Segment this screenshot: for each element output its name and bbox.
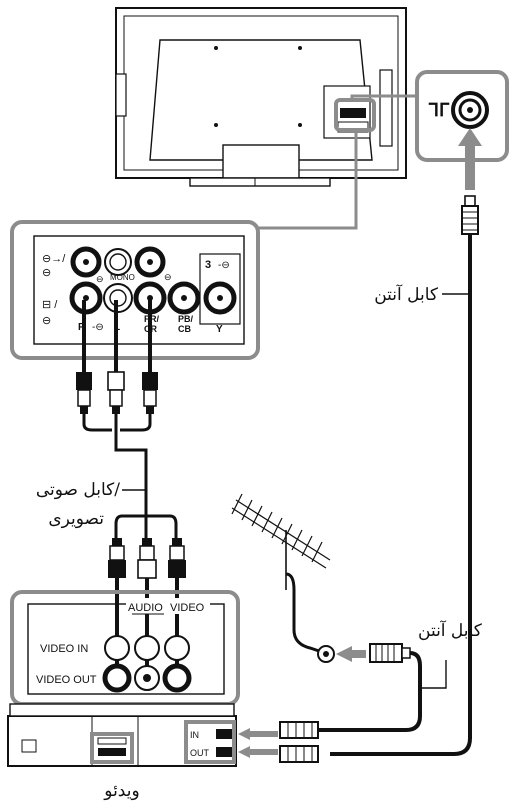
svg-text:⊖: ⊖ — [42, 315, 51, 327]
vcr-rf-plugs — [279, 721, 319, 763]
svg-text:PB/: PB/ — [178, 314, 194, 324]
svg-text:CB: CB — [178, 324, 191, 334]
svg-text:IN: IN — [190, 730, 199, 740]
antenna-cable-label-right: کابل آنتن — [418, 619, 483, 641]
antenna — [231, 493, 331, 590]
av-cable-label-2: تصویری — [48, 509, 104, 529]
vcr-av-panel: AUDIO VIDEO VIDEO IN VIDEO OUT — [10, 590, 240, 706]
tv-side-rca-plugs — [76, 371, 158, 414]
antenna-cable-to-vcr-in — [318, 651, 422, 732]
antenna-arrow — [458, 128, 482, 190]
antenna-lead-plug — [317, 645, 335, 663]
antenna-plug-top — [461, 195, 479, 235]
tv-rear — [115, 7, 407, 187]
svg-text:3: 3 — [205, 259, 211, 271]
svg-text:⊖→/: ⊖→/ — [42, 253, 66, 265]
vcr-label: ویدئو — [103, 781, 139, 801]
svg-text:MONO: MONO — [110, 273, 135, 282]
svg-text:AUDIO: AUDIO — [128, 602, 163, 614]
antenna-join-arrow — [336, 646, 366, 662]
vcr-video-in-label: VIDEO IN — [40, 643, 88, 655]
antenna-cable-to-vcr-out — [330, 234, 472, 756]
antenna-lead — [285, 572, 323, 654]
antenna-input-zoom: ᒣᒥ — [415, 70, 509, 162]
antenna-join-plug — [369, 643, 411, 663]
svg-text:VIDEO: VIDEO — [170, 602, 205, 614]
vcr-side-rca-plugs — [108, 538, 186, 579]
svg-text:Y: Y — [216, 324, 223, 335]
antenna-cable-label-top: کابل آنتن — [374, 283, 439, 305]
vcr-device: IN OUT — [7, 703, 278, 767]
svg-text:⊖: ⊖ — [164, 272, 172, 282]
svg-text:⊖: ⊖ — [96, 274, 104, 284]
svg-text:OUT: OUT — [190, 748, 210, 758]
svg-text:-⊖: -⊖ — [218, 260, 230, 271]
svg-text:⊖: ⊖ — [42, 267, 51, 279]
svg-text:⊟ /: ⊟ / — [42, 299, 58, 311]
vcr-video-out-label: VIDEO OUT — [36, 674, 97, 686]
av-cable-label-1: کابل صوتی/ — [36, 480, 120, 500]
tv-av-panel: ⊖→/ ⊖ ⊟ / ⊖ MONO ⊖ ⊖ 3 -⊖ R -⊖ L PR/ CR … — [10, 220, 260, 360]
svg-text:-⊖: -⊖ — [92, 322, 104, 333]
antenna-symbol: ᒣᒥ — [428, 100, 450, 120]
av-cable — [82, 414, 178, 540]
